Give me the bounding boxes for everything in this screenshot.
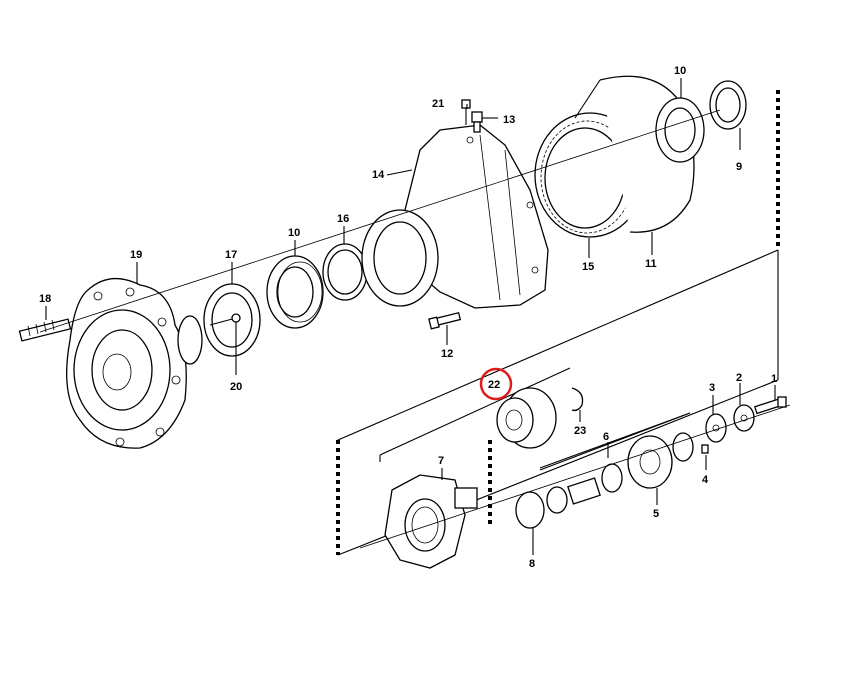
hub-housing-part[interactable] bbox=[361, 124, 549, 309]
callout-11[interactable]: 11 bbox=[645, 258, 657, 270]
callout-10-lower[interactable]: 10 bbox=[288, 227, 300, 239]
screw-part[interactable] bbox=[753, 396, 787, 415]
planet-carrier-part[interactable] bbox=[384, 474, 478, 569]
callout-6[interactable]: 6 bbox=[603, 431, 609, 443]
callout-9[interactable]: 9 bbox=[736, 161, 742, 173]
planet-gear-part[interactable] bbox=[627, 435, 673, 489]
callout-2[interactable]: 2 bbox=[736, 372, 742, 384]
bearing-right-part[interactable] bbox=[655, 97, 705, 163]
callout-5[interactable]: 5 bbox=[653, 508, 659, 520]
callout-13[interactable]: 13 bbox=[503, 114, 515, 126]
callout-12[interactable]: 12 bbox=[441, 348, 453, 360]
pinion-gear-part[interactable] bbox=[496, 387, 557, 449]
plug-part[interactable] bbox=[471, 111, 483, 133]
callout-1[interactable]: 1 bbox=[771, 373, 777, 385]
callout-20[interactable]: 20 bbox=[230, 381, 242, 393]
callout-labels: 1 2 3 4 5 6 7 8 9 10 10 11 12 13 14 15 1… bbox=[39, 65, 777, 570]
screw-small-part[interactable] bbox=[461, 99, 471, 125]
callout-3[interactable]: 3 bbox=[709, 382, 715, 394]
callout-23[interactable]: 23 bbox=[574, 425, 586, 437]
callout-22[interactable]: 22 bbox=[488, 379, 500, 391]
callout-15[interactable]: 15 bbox=[582, 261, 594, 273]
small-pin-part[interactable] bbox=[701, 444, 709, 454]
hub-flange-part[interactable] bbox=[66, 278, 203, 449]
snap-ring-part[interactable] bbox=[515, 491, 545, 529]
callout-19[interactable]: 19 bbox=[130, 249, 142, 261]
assembly-axis-lower bbox=[359, 404, 791, 549]
leader-lines bbox=[45, 78, 776, 555]
callout-21[interactable]: 21 bbox=[432, 98, 444, 110]
highlight-circle bbox=[479, 367, 513, 401]
callout-10-upper[interactable]: 10 bbox=[674, 65, 686, 77]
spacer-ring-part[interactable] bbox=[322, 243, 368, 301]
callout-4[interactable]: 4 bbox=[702, 474, 709, 486]
circlip-part[interactable] bbox=[571, 387, 584, 412]
washer-part[interactable] bbox=[733, 404, 755, 432]
callout-14[interactable]: 14 bbox=[372, 169, 385, 181]
callout-7[interactable]: 7 bbox=[438, 455, 444, 467]
needle-bearing-set-part[interactable] bbox=[546, 432, 694, 514]
lock-nut-part[interactable] bbox=[709, 80, 747, 130]
assembly-axis-upper bbox=[39, 109, 721, 333]
bolt-part[interactable] bbox=[428, 311, 462, 330]
callout-8[interactable]: 8 bbox=[529, 558, 535, 570]
callout-16[interactable]: 16 bbox=[337, 213, 349, 225]
bearing-left-part[interactable] bbox=[266, 255, 324, 329]
thrust-washer-part[interactable] bbox=[705, 413, 727, 443]
callout-18[interactable]: 18 bbox=[39, 293, 51, 305]
callout-17[interactable]: 17 bbox=[225, 249, 237, 261]
